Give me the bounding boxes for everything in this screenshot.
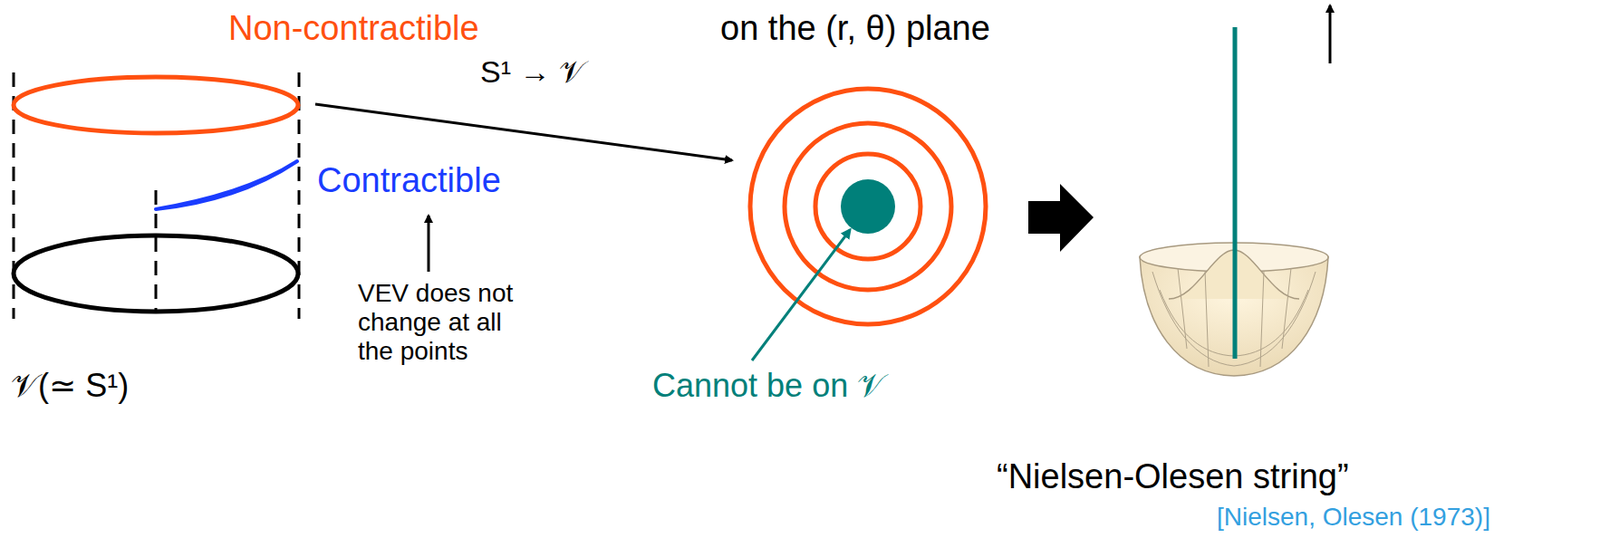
pointer-arrow bbox=[751, 230, 850, 361]
space-label: 𝒱(≃ S¹) bbox=[10, 366, 129, 405]
map-arrow bbox=[315, 104, 733, 161]
loop-label: Non-contractible bbox=[228, 9, 480, 49]
title-text: “Nielsen-Olesen string” bbox=[996, 457, 1350, 498]
pointer-arrow bbox=[1329, 5, 1332, 64]
block-arrow bbox=[1028, 183, 1094, 252]
citation-text: [Nielsen, Olesen (1973)] bbox=[1216, 502, 1491, 532]
vacuum-cylinder bbox=[13, 72, 299, 319]
string-line bbox=[1233, 27, 1238, 359]
plane-circles bbox=[750, 88, 986, 325]
loop-label: Contractible bbox=[317, 161, 502, 202]
plane-label: on the (r, θ) plane bbox=[720, 9, 991, 49]
note-text: Cannot be on 𝒱 bbox=[652, 366, 885, 405]
note-text: VEV does not change at all the points bbox=[357, 279, 531, 367]
map-label: S¹ → 𝒱 bbox=[480, 54, 585, 90]
pointer-arrow bbox=[427, 215, 431, 272]
